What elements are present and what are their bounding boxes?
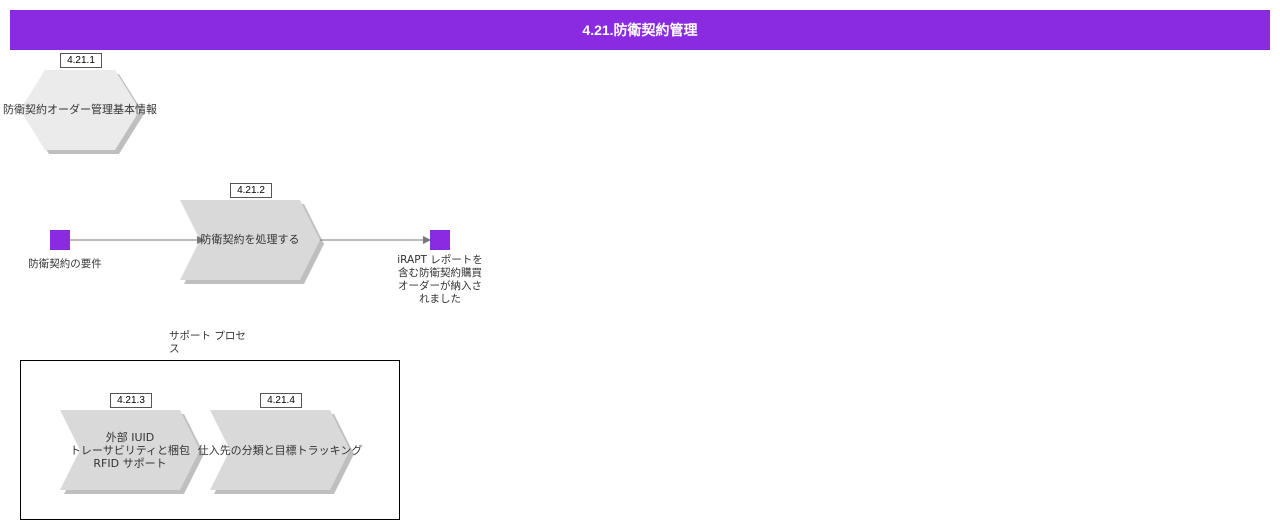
info-object-label: 防衛契約オーダー管理基本情報: [3, 103, 157, 116]
support-process-2-id-badge: 4.21.4: [260, 393, 302, 408]
support-process-2-label-line: 仕入先の分類と目標トラッキング: [197, 444, 363, 457]
support-process-label: サポート プロセ ス: [169, 330, 255, 356]
start-event-shape[interactable]: [50, 230, 70, 250]
support-process-container: [20, 360, 400, 520]
info-object-shape[interactable]: [20, 70, 140, 150]
support-process-2-shape[interactable]: [210, 410, 350, 490]
end-event-shape[interactable]: [430, 230, 450, 250]
info-object-id-badge: 4.21.1: [60, 53, 102, 68]
support-process-1-label-line: RFID サポート: [93, 457, 167, 470]
support-process-1-label: 外部 IUID トレーサビリティと梱包 RFID サポート: [60, 431, 200, 470]
page-title: 4.21.防衛契約管理: [582, 22, 698, 38]
start-event-label: 防衛契約の要件: [28, 258, 102, 270]
support-label-line: ス: [169, 343, 180, 355]
support-process-1-label-line: トレーサビリティと梱包: [69, 444, 191, 457]
support-process-1-label-line: 外部 IUID: [105, 431, 155, 444]
main-process-label: 防衛契約を処理する: [200, 233, 300, 246]
support-process-1-shape[interactable]: [60, 410, 200, 490]
support-process-1-id-badge: 4.21.3: [110, 393, 152, 408]
support-process-2-label: 仕入先の分類と目標トラッキング: [195, 444, 365, 457]
page-title-banner: 4.21.防衛契約管理: [10, 10, 1270, 50]
end-event-label-line: 含む防衛契約購買: [398, 267, 482, 279]
main-process-id-badge: 4.21.2: [230, 183, 272, 198]
main-process-shape[interactable]: [180, 200, 320, 280]
end-event-label-line: オーダーが納入さ: [398, 280, 482, 292]
end-event-label: iRAPT レポートを 含む防衛契約購買 オーダーが納入さ れました: [390, 254, 490, 306]
end-event-label-line: れました: [419, 293, 461, 305]
end-event-label-line: iRAPT レポートを: [397, 254, 483, 266]
support-label-line: サポート プロセ: [169, 330, 246, 342]
